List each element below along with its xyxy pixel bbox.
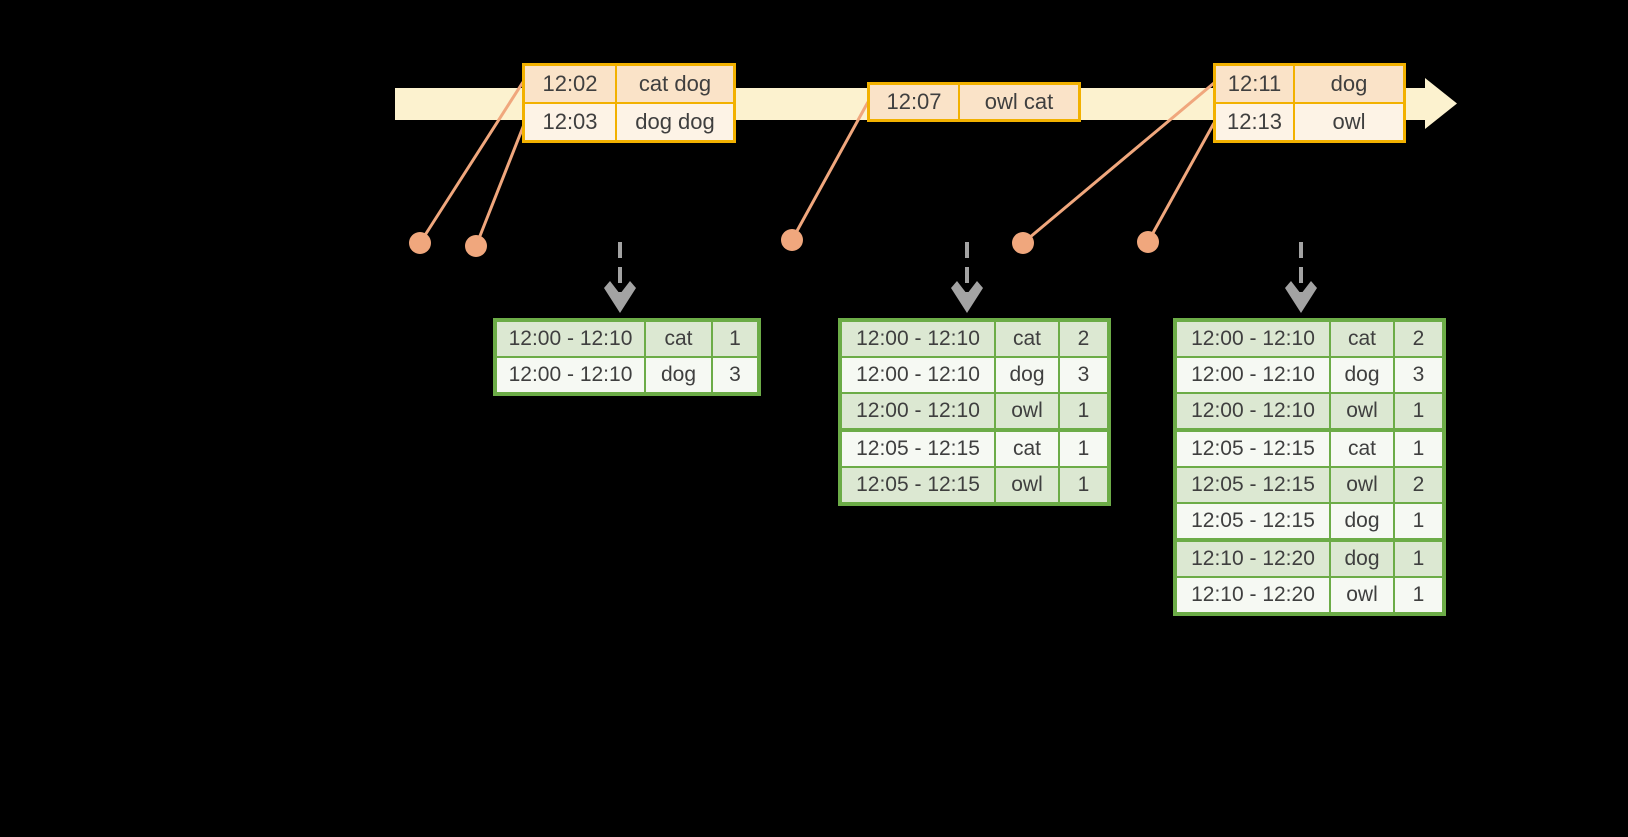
- down-arrowhead-icon: [604, 281, 636, 313]
- count-cell: 3: [1058, 356, 1110, 394]
- count-cell: 2: [1393, 319, 1445, 358]
- event-connector-line: [1022, 81, 1215, 245]
- count-cell: dog: [1329, 538, 1395, 578]
- output-arrows: [618, 242, 1303, 295]
- count-cell: 12:10 - 12:20: [1174, 576, 1331, 615]
- timeline-arrowhead-icon: [1425, 78, 1457, 129]
- output-arrowheads: [604, 281, 1317, 313]
- event-cell: owl cat: [958, 82, 1081, 122]
- count-cell: cat: [644, 319, 713, 358]
- count-cell: 12:00 - 12:10: [839, 319, 996, 358]
- count-cell: 3: [1393, 356, 1445, 394]
- event-dot-icon: [409, 232, 431, 254]
- count-cell: 12:00 - 12:10: [1174, 392, 1331, 431]
- count-cell: 12:00 - 12:10: [839, 392, 996, 431]
- count-cell: owl: [994, 392, 1060, 431]
- count-cell: 3: [711, 356, 760, 395]
- count-cell: 1: [711, 319, 760, 358]
- event-cell: dog dog: [615, 102, 736, 143]
- count-cell: dog: [994, 356, 1060, 394]
- event-cell: 12:02: [522, 63, 617, 104]
- event-connector-line: [418, 81, 525, 244]
- count-cell: dog: [1329, 356, 1395, 394]
- event-dot-icon: [1012, 232, 1034, 254]
- count-cell: 2: [1058, 319, 1110, 358]
- count-cell: 12:05 - 12:15: [1174, 466, 1331, 504]
- count-cell: dog: [644, 356, 713, 395]
- down-arrowhead-icon: [1285, 281, 1317, 313]
- event-dots: [409, 229, 1159, 257]
- event-connector-line: [1146, 122, 1216, 243]
- count-cell: 1: [1393, 538, 1445, 578]
- count-cell: 12:05 - 12:15: [1174, 502, 1331, 541]
- count-cell: cat: [994, 428, 1060, 468]
- event-cell: 12:13: [1213, 102, 1295, 143]
- count-cell: 12:05 - 12:15: [839, 428, 996, 468]
- event-dot-icon: [465, 235, 487, 257]
- count-cell: owl: [1329, 466, 1395, 504]
- event-cell: 12:07: [867, 82, 960, 122]
- event-cell: 12:03: [522, 102, 617, 143]
- count-cell: 12:00 - 12:10: [839, 356, 996, 394]
- event-cell: dog: [1293, 63, 1406, 104]
- event-cell: 12:11: [1213, 63, 1295, 104]
- count-cell: owl: [1329, 392, 1395, 431]
- count-cell: dog: [1329, 502, 1395, 541]
- count-cell: owl: [1329, 576, 1395, 615]
- event-connector-line: [790, 101, 870, 241]
- count-cell: 12:10 - 12:20: [1174, 538, 1331, 578]
- count-cell: cat: [994, 319, 1060, 358]
- count-cell: cat: [1329, 319, 1395, 358]
- event-cell: owl: [1293, 102, 1406, 143]
- event-cell: cat dog: [615, 63, 736, 104]
- event-connectors: [418, 81, 1216, 247]
- count-cell: cat: [1329, 428, 1395, 468]
- count-cell: 12:00 - 12:10: [494, 356, 646, 395]
- down-arrowhead-icon: [951, 281, 983, 313]
- count-cell: 12:00 - 12:10: [494, 319, 646, 358]
- count-cell: 12:00 - 12:10: [1174, 356, 1331, 394]
- count-cell: 1: [1058, 466, 1110, 505]
- count-cell: 1: [1058, 428, 1110, 468]
- count-cell: 1: [1393, 576, 1445, 615]
- event-dot-icon: [781, 229, 803, 251]
- count-cell: 1: [1058, 392, 1110, 431]
- count-cell: 2: [1393, 466, 1445, 504]
- count-cell: 12:00 - 12:10: [1174, 319, 1331, 358]
- count-cell: 1: [1393, 502, 1445, 541]
- count-cell: 1: [1393, 428, 1445, 468]
- count-cell: 1: [1393, 392, 1445, 431]
- event-dot-icon: [1137, 231, 1159, 253]
- event-connector-line: [474, 121, 527, 247]
- count-cell: 12:05 - 12:15: [839, 466, 996, 505]
- count-cell: 12:05 - 12:15: [1174, 428, 1331, 468]
- count-cell: owl: [994, 466, 1060, 505]
